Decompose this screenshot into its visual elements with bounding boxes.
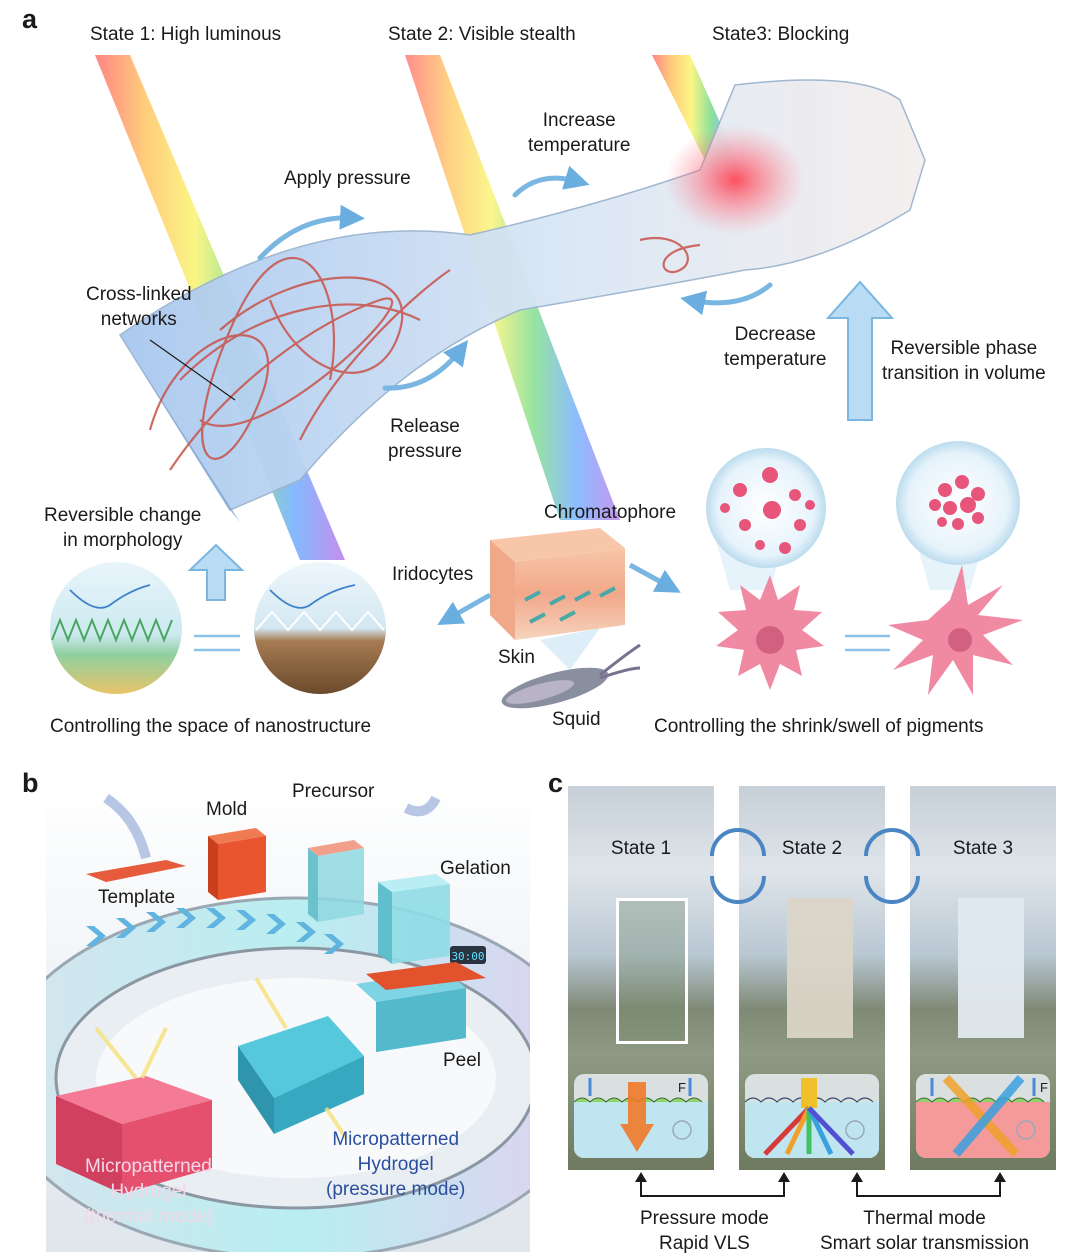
template-strip [86, 860, 186, 882]
hydrogel-sheet [118, 79, 926, 511]
panel-a-letter: a [22, 4, 38, 34]
iridocytes-label: Iridocytes [392, 564, 474, 585]
pigment-bubble-shrunk [896, 441, 1020, 590]
skin-label: Skin [498, 647, 535, 668]
state-1-inset: F [574, 1074, 708, 1158]
skin-arrows [437, 562, 681, 625]
precursor-label: Precursor [292, 781, 375, 802]
state-1-title: State 1: High luminous [90, 24, 282, 45]
template-label: Template [98, 887, 176, 908]
state-2-label: State 2 [781, 838, 843, 859]
state-1-label: State 1 [610, 838, 672, 859]
state-2-window [787, 898, 853, 1038]
state-3-title: State3: Blocking [712, 24, 850, 45]
state-1-photo: State 1 F [568, 786, 714, 1170]
nanostructure-sphere-1 [50, 562, 182, 694]
chromatophore-label: Chromatophore [544, 502, 677, 523]
conveyor-chevrons [86, 908, 344, 954]
state-1-force: F [678, 1080, 686, 1095]
thermal-mode-hydrogel [56, 1076, 212, 1194]
pigments-caption: Controlling the shrink/swell of pigments [654, 716, 984, 737]
squid-icon [501, 643, 641, 709]
swap-arrows-left [194, 634, 240, 652]
mold-label: Mold [206, 799, 248, 820]
panel-c-letter: c [548, 768, 564, 798]
apply-pressure-label: Apply pressure [284, 168, 411, 189]
cross-linked-leader [149, 339, 236, 401]
state-3-force: F [1040, 1080, 1048, 1095]
pigment-bubble-swelled [706, 448, 826, 590]
robot-arm-left [103, 793, 151, 860]
cross-linked-network [148, 237, 701, 471]
panel-b-illustration: 30:00 [46, 778, 530, 1252]
state-3-label: State 3 [952, 838, 1014, 859]
robot-arm-right [403, 795, 441, 817]
panel-a-illustration [50, 55, 1023, 709]
cycle-arrows [257, 165, 773, 391]
chromatophore-cell-contracted [888, 565, 1023, 695]
light-rays [94, 976, 348, 1140]
timer-text: 30:00 [451, 950, 484, 963]
peel-block [356, 962, 486, 1052]
peel-label: Peel [443, 1050, 482, 1071]
pressure-mode-hydrogel [238, 1016, 364, 1134]
gelation-label: Gelation [440, 858, 511, 879]
state-3-window [958, 898, 1024, 1038]
mode-brackets [640, 1176, 1001, 1197]
squid-label: Squid [552, 709, 601, 730]
gelation-block [378, 874, 450, 964]
skin-block [490, 528, 625, 670]
panel-b-letter: b [22, 768, 39, 798]
state-1-window [616, 898, 688, 1044]
upward-arrows [187, 280, 895, 601]
chromatophore-cell-expanded [716, 575, 824, 690]
timer-box [450, 946, 486, 964]
precursor-block [308, 840, 364, 922]
state-3-inset: F [916, 1074, 1050, 1158]
state-2-inset [745, 1074, 879, 1158]
mold-block [208, 828, 266, 900]
nanostructure-sphere-2 [254, 562, 386, 694]
blocking-glow [665, 125, 805, 235]
nanostructure-caption: Controlling the space of nanostructure [50, 716, 372, 737]
state-2-title: State 2: Visible stealth [388, 24, 576, 45]
state-2-photo: State 2 [739, 786, 885, 1170]
swap-arrows-right [845, 634, 890, 652]
state-3-photo: State 3 F [910, 786, 1056, 1170]
